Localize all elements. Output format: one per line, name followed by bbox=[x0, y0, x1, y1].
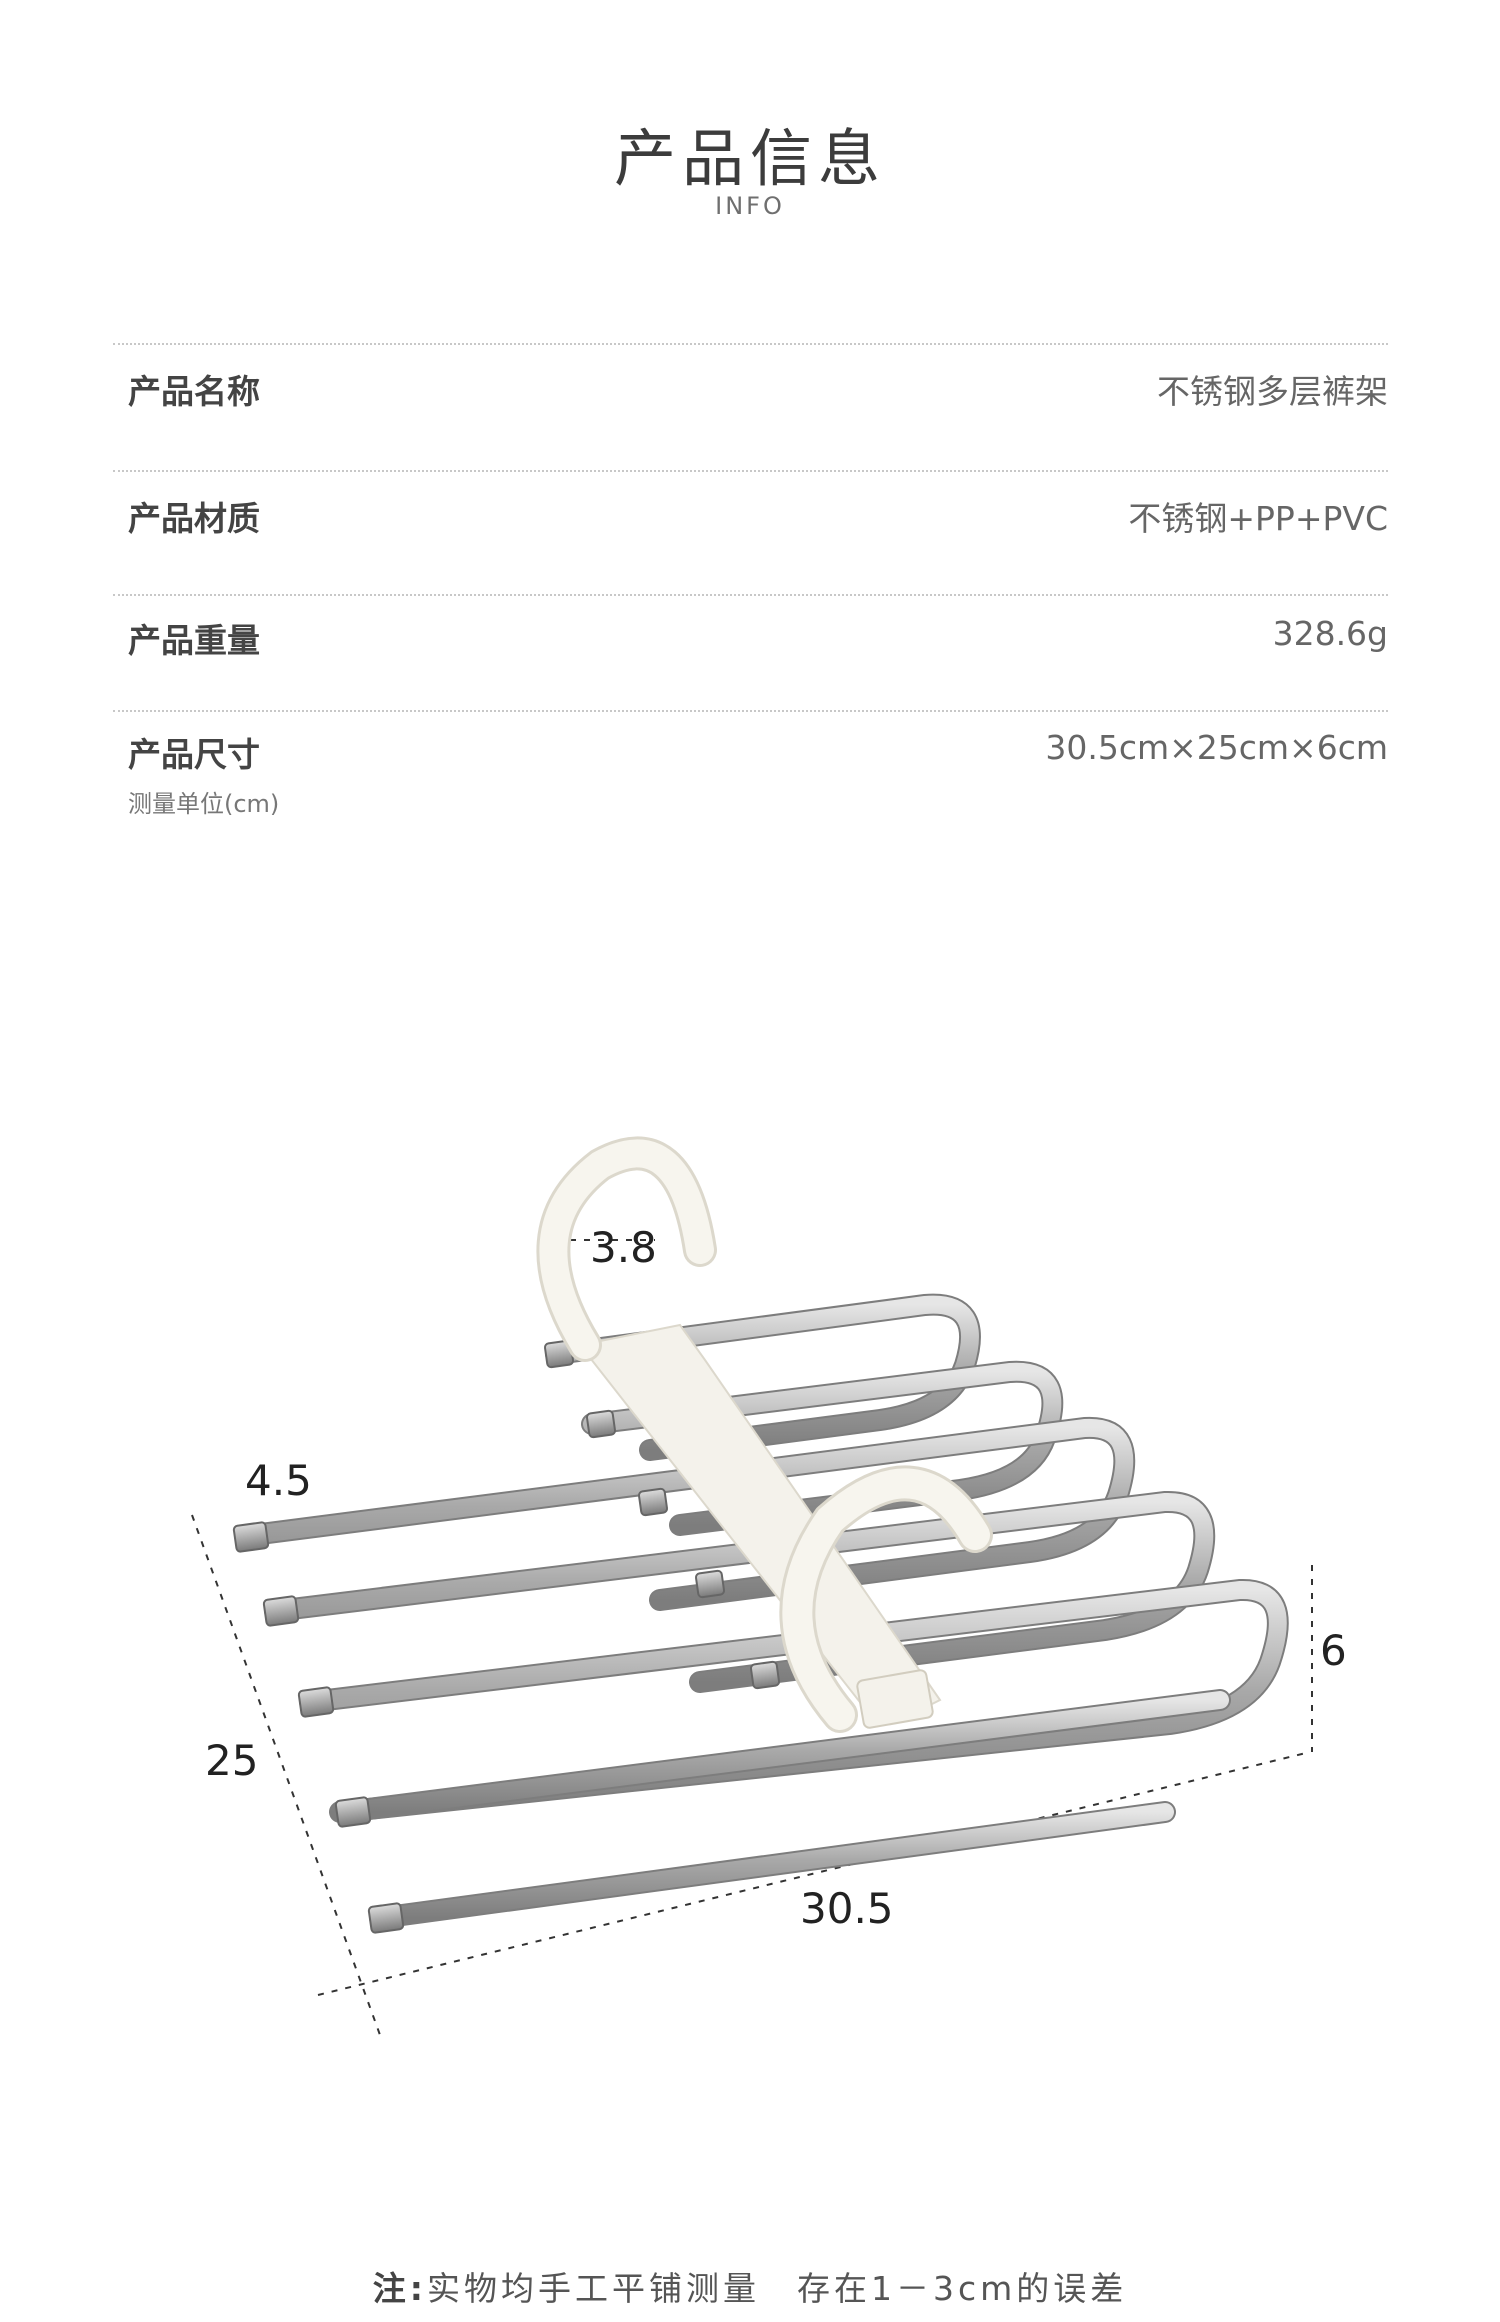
page-subtitle: INFO bbox=[715, 192, 785, 220]
spec-label: 产品重量 bbox=[128, 621, 260, 660]
spec-value: 不锈钢多层裤架 bbox=[1157, 372, 1388, 411]
dimension-length: 30.5 bbox=[800, 1884, 894, 1933]
spec-label: 产品材质 bbox=[128, 499, 260, 538]
spec-label: 产品名称 bbox=[128, 372, 260, 411]
spec-row-size: 产品尺寸 30.5cm×25cm×6cm 测量单位(cm) bbox=[113, 710, 1388, 822]
rod-1 bbox=[545, 1293, 981, 1461]
note-text: 实物均手工平铺测量 存在1－3cm的误差 bbox=[426, 2269, 1128, 2308]
note-prefix: 注: bbox=[372, 2269, 427, 2308]
rod-3 bbox=[234, 1416, 1136, 1611]
dimension-hook: 3.8 bbox=[590, 1223, 657, 1272]
spec-value: 30.5cm×25cm×6cm bbox=[1045, 728, 1388, 767]
dimension-rod-gap: 4.5 bbox=[245, 1456, 312, 1505]
rod-7 bbox=[369, 1801, 1176, 1929]
dimension-lines bbox=[191, 1239, 1313, 2036]
plastic-hanger bbox=[536, 1136, 993, 1733]
rod-end-caps bbox=[232, 1339, 781, 1934]
dimension-height: 6 bbox=[1320, 1626, 1347, 1675]
spec-row-name: 产品名称 不锈钢多层裤架 bbox=[113, 343, 1388, 470]
spec-value: 不锈钢+PP+PVC bbox=[1128, 499, 1388, 538]
rod-6 bbox=[334, 1689, 1231, 1823]
rod-5 bbox=[299, 1579, 1289, 1823]
spec-value: 328.6g bbox=[1272, 614, 1388, 653]
spec-sublabel: 测量单位(cm) bbox=[128, 790, 280, 818]
measurement-note: 注:实物均手工平铺测量 存在1－3cm的误差 bbox=[0, 2262, 1500, 2310]
page-title: 产品信息 bbox=[613, 122, 886, 195]
spec-row-weight: 产品重量 328.6g bbox=[113, 594, 1388, 710]
dimension-depth: 25 bbox=[205, 1736, 258, 1785]
spec-table: 产品名称 不锈钢多层裤架 产品材质 不锈钢+PP+PVC 产品重量 328.6g… bbox=[113, 343, 1388, 822]
spec-row-material: 产品材质 不锈钢+PP+PVC bbox=[113, 470, 1388, 594]
product-dimension-diagram: 3.8 4.5 25 6 30.5 bbox=[191, 1136, 1347, 2036]
spec-label: 产品尺寸 bbox=[128, 735, 260, 774]
hanger-rods bbox=[234, 1293, 1289, 1929]
rod-4 bbox=[264, 1490, 1216, 1693]
